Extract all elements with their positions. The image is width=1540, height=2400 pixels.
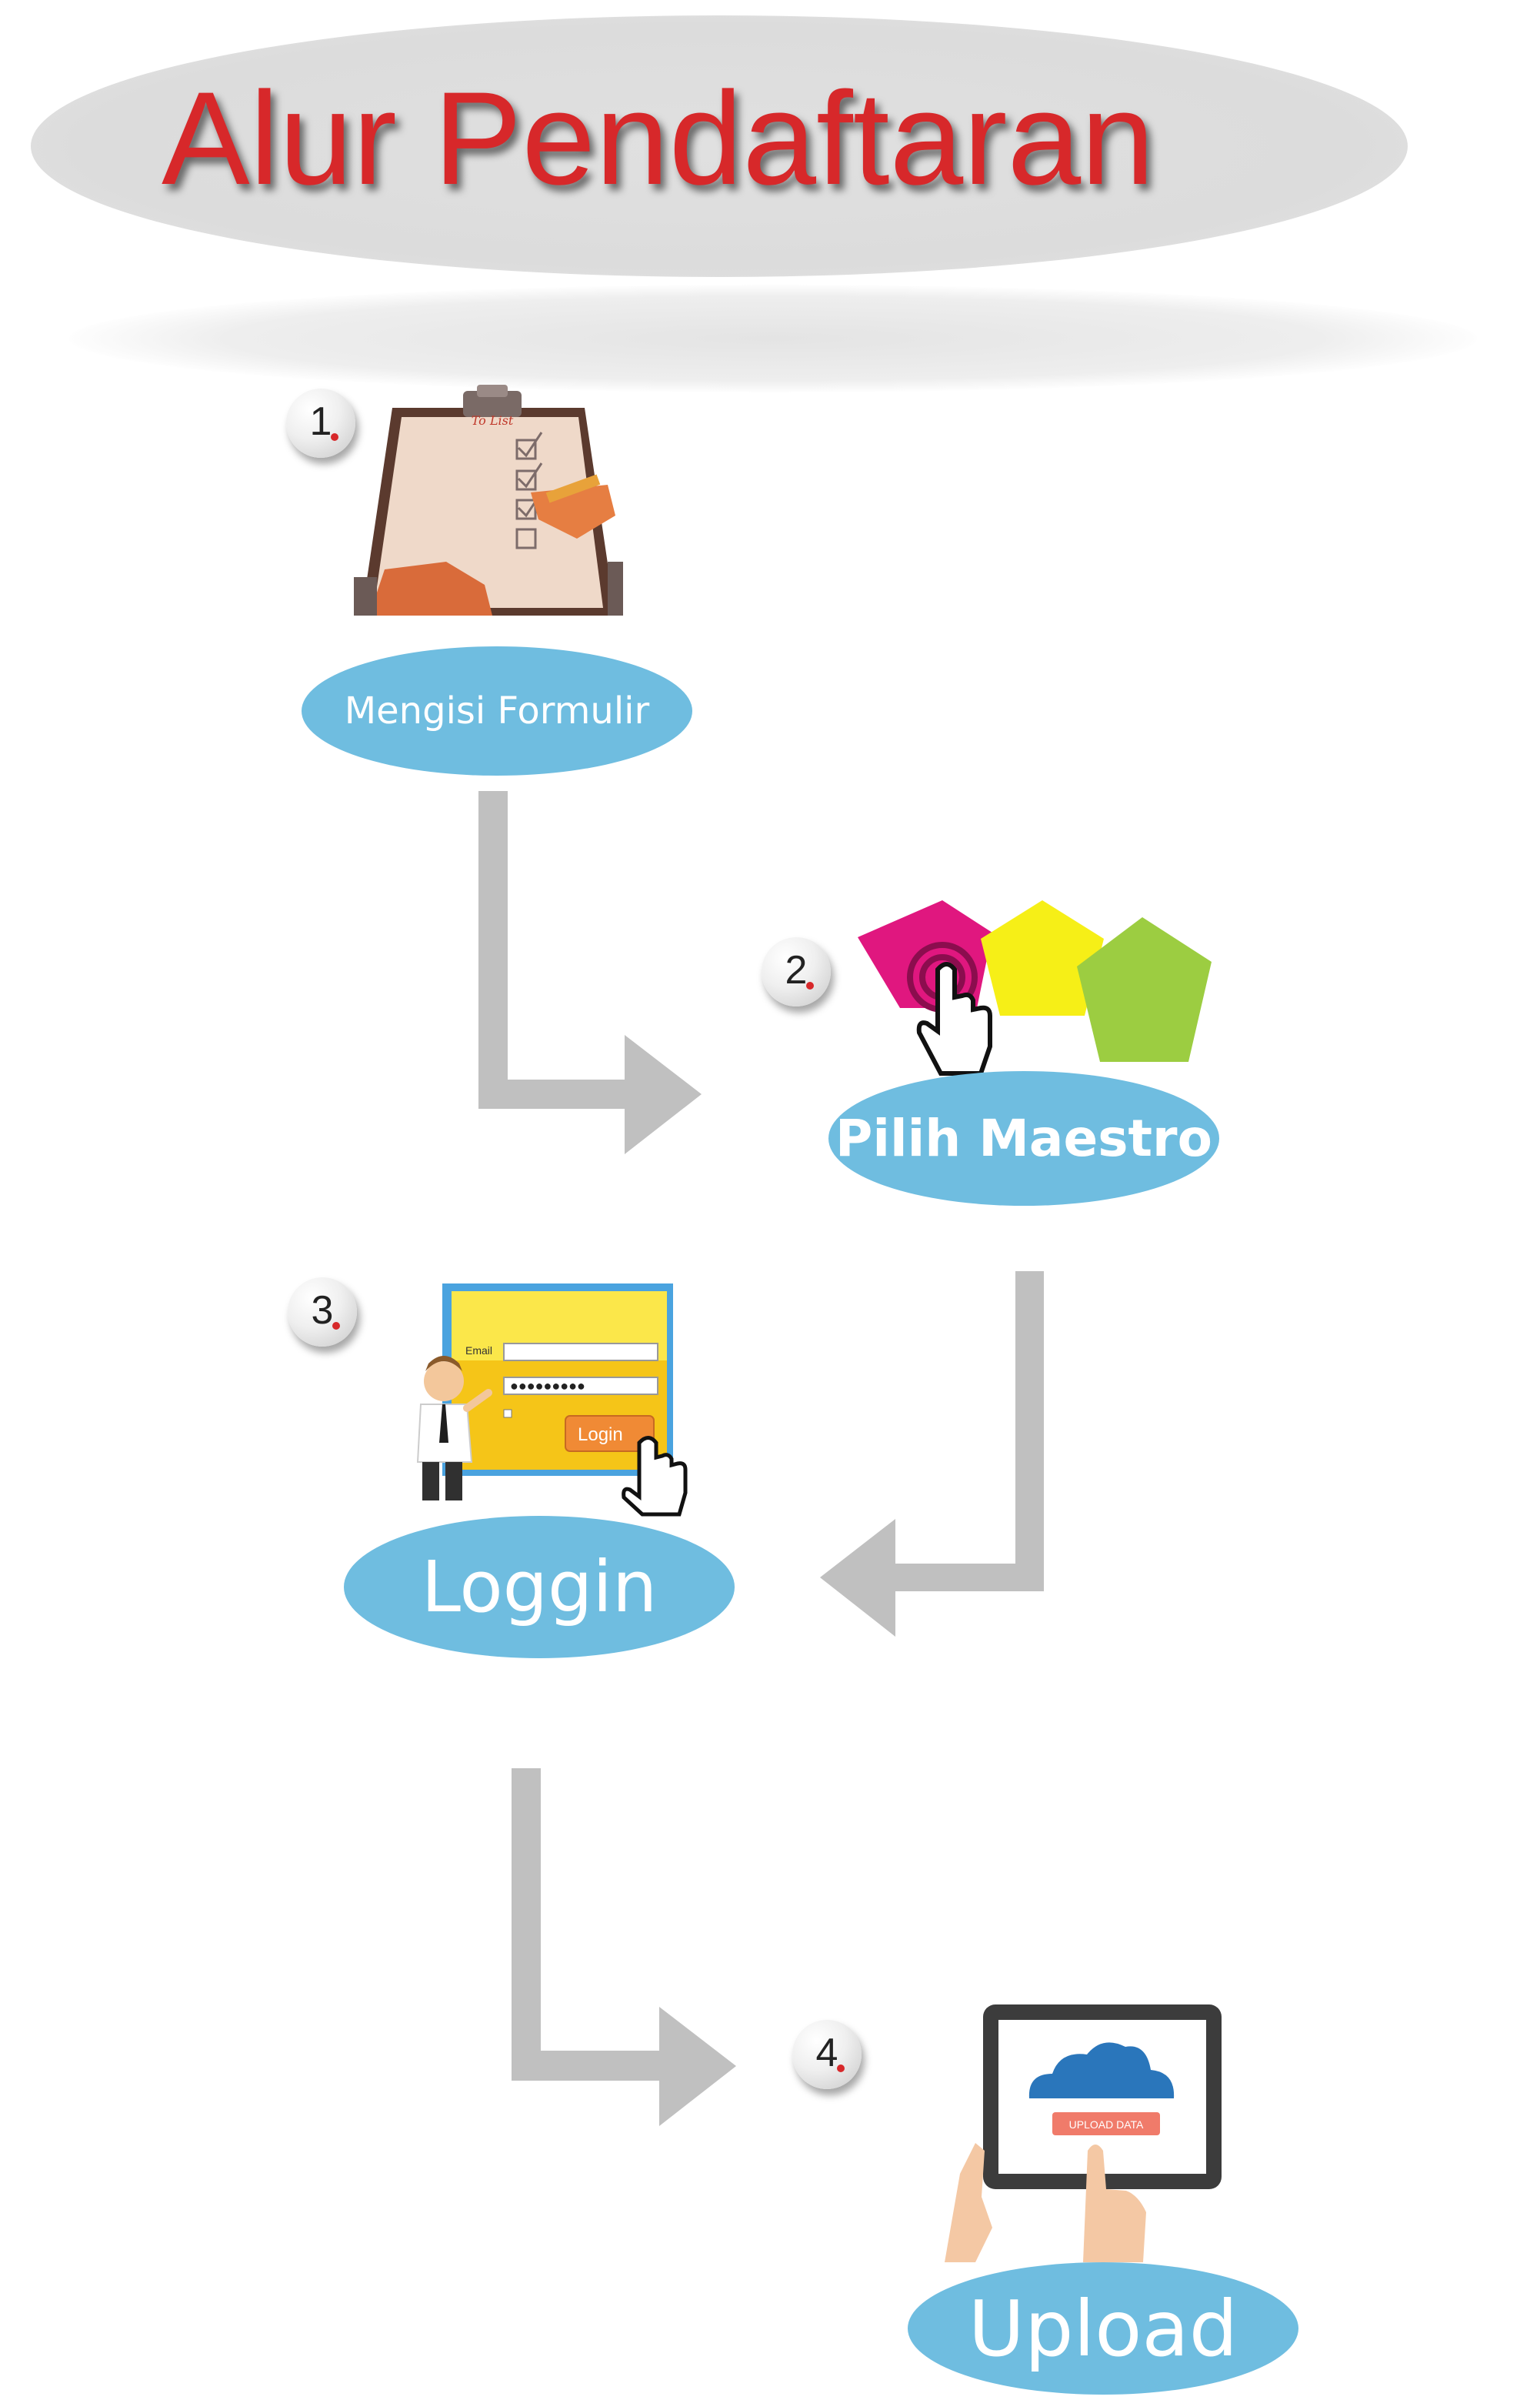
step-label: Pilih Maestro: [835, 1109, 1212, 1168]
step-1-badge: 1: [286, 389, 355, 458]
badge-dot: [806, 982, 814, 990]
login-button-text: Login: [578, 1424, 623, 1445]
step-number: 4: [815, 2031, 838, 2075]
step-3-badge: 3: [288, 1277, 357, 1347]
login-form-icon: Email ●●●●●●●●● Login: [416, 1283, 688, 1517]
header-shadow: [69, 285, 1477, 392]
step-number: 2: [785, 948, 808, 993]
svg-text:●●●●●●●●●: ●●●●●●●●●: [510, 1378, 585, 1394]
step-label: Loggin: [421, 1546, 658, 1628]
step-1-pill: Mengisi Formulir: [302, 646, 692, 776]
step-2-badge: 2: [762, 937, 831, 1006]
tablet-cloud-upload-icon: UPLOAD DATA: [945, 2004, 1222, 2262]
step-3-pill: Loggin: [344, 1516, 735, 1658]
upload-button-text: UPLOAD DATA: [1069, 2118, 1144, 2131]
step-2-pill: Pilih Maestro: [828, 1071, 1219, 1206]
step-number: 1: [309, 399, 332, 444]
step-label: Mengisi Formulir: [344, 689, 650, 733]
step-4-pill: Upload: [908, 2262, 1298, 2395]
badge-dot: [837, 2065, 845, 2072]
step-4-badge: 4: [792, 2020, 862, 2089]
pentagons-tap-icon: [858, 900, 1212, 1076]
step-number: 3: [311, 1288, 334, 1333]
badge-dot: [331, 433, 338, 441]
clipboard-checklist-icon: To List: [354, 385, 623, 616]
login-field-label: Email: [465, 1344, 492, 1357]
clipboard-caption: To List: [472, 413, 514, 428]
badge-dot: [332, 1322, 340, 1330]
header-banner: [31, 15, 1408, 277]
step-label: Upload: [968, 2283, 1238, 2374]
page-title: Alur Pendaftaran: [162, 65, 1155, 212]
